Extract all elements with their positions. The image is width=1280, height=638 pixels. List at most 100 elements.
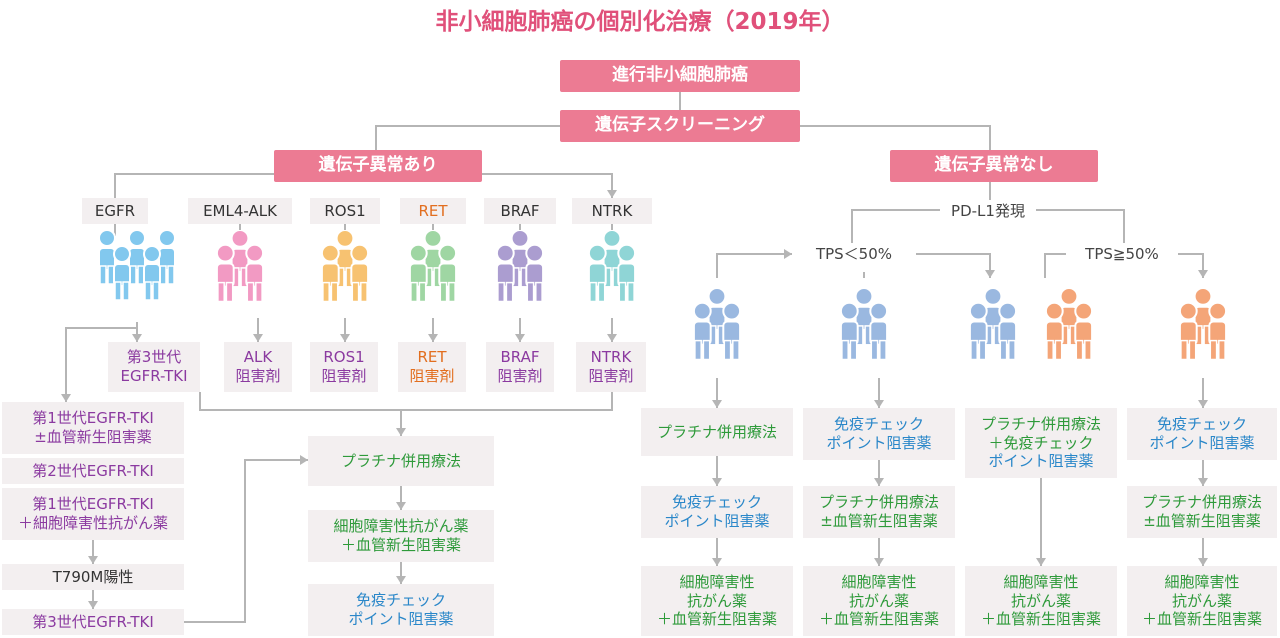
mutation-negative-node: 遺伝子異常なし [890, 150, 1098, 182]
line-c4-c-arrowhead [1198, 558, 1208, 566]
line-c3-a-arrowhead [1036, 558, 1046, 566]
line-1: BRAF [500, 348, 540, 367]
line-people-targeted-4-arrowhead [515, 334, 525, 342]
line-2: 阻害剤 [235, 367, 281, 385]
line-2: ±血管新生阻害薬 [1143, 512, 1261, 530]
line-low-left [716, 253, 792, 278]
gene-ntrk: NTRK [572, 198, 652, 224]
line-2: ポイント阻害薬 [348, 610, 454, 628]
col2-immuno: 免疫チェックポイント阻害薬 [803, 408, 955, 460]
line-1: T790M陽性 [52, 567, 134, 586]
line-3: ＋血管新生阻害薬 [1141, 610, 1262, 629]
line-2: ポイント阻害薬 [1149, 434, 1255, 452]
gene-braf: BRAF [484, 198, 556, 224]
mutation-positive-node: 遺伝子異常あり [274, 150, 482, 182]
patients-egfr-icon [72, 229, 202, 334]
root-label: 進行非小細胞肺癌 [612, 65, 748, 86]
screening-label: 遺伝子スクリーニング [595, 115, 765, 136]
line-2: 阻害剤 [588, 367, 634, 385]
line-targeted-collector [199, 392, 613, 411]
line-low-left-arrowhead [784, 249, 792, 259]
line-1: 細胞障害性 [1003, 572, 1079, 591]
line-high-right-arrowhead [1198, 270, 1208, 278]
line-t790m-3rd-arrowhead [88, 601, 98, 609]
gene-label: BRAF [500, 201, 540, 220]
gene-label: EGFR [94, 201, 136, 220]
col2-platinum-angio: プラチナ併用療法±血管新生阻害薬 [803, 486, 955, 538]
line-c1-c-arrowhead [712, 558, 722, 566]
line-2: 抗がん薬 [686, 591, 747, 610]
line-pdl1-left [851, 209, 940, 228]
line-2: 抗がん薬 [848, 591, 909, 610]
line-people-targeted-2-arrowhead [340, 334, 350, 342]
line-people-targeted-3-arrowhead [428, 334, 438, 342]
line-2: ＋血管新生阻害薬 [340, 536, 461, 554]
page-title: 非小細胞肺癌の個別化治療（2019年） [435, 9, 845, 35]
line-1: プラチナ併用療法 [1141, 493, 1262, 512]
line-1: 細胞障害性抗がん薬 [333, 517, 469, 536]
col4-immuno: 免疫チェックポイント阻害薬 [1127, 408, 1277, 460]
col3-platinum-immuno: プラチナ併用療法＋免疫チェックポイント阻害薬 [965, 408, 1117, 478]
gene-label: RET [418, 201, 448, 220]
pdl1-expression-label: PD-L1発現 [940, 200, 1036, 222]
line-people-targeted-0-arrowhead [132, 334, 142, 342]
line-positive-left [114, 173, 274, 198]
line-2: 阻害剤 [497, 367, 543, 385]
treatment-platinum-doublet: プラチナ併用療法 [308, 436, 494, 486]
col2-cytotoxic: 細胞障害性抗がん薬＋血管新生阻害薬 [803, 566, 955, 636]
gene-ros1: ROS1 [310, 198, 380, 224]
line-screening-negative [800, 125, 991, 150]
line-3: ポイント阻害薬 [988, 452, 1094, 471]
line-low-right-arrowhead [985, 270, 995, 278]
line-people-targeted-5-arrowhead [607, 334, 617, 342]
patients-tps-high-2-icon [1138, 287, 1268, 392]
treatment-cytotoxic-angio: 細胞障害性抗がん薬＋血管新生阻害薬 [308, 510, 494, 562]
line-2: 阻害剤 [409, 367, 455, 385]
treatment-egfr-tki-1st-chemo: 第1世代EGFR-TKI＋細胞障害性抗がん薬 [2, 488, 184, 540]
line-3rd-platinum [184, 459, 308, 623]
line-1: プラチナ併用療法 [340, 451, 461, 470]
patients-braf-icon [455, 229, 585, 334]
line-c4-a-arrowhead [1198, 400, 1208, 408]
line-2: ＋免疫チェック [988, 433, 1094, 452]
line-3: ＋血管新生阻害薬 [980, 610, 1101, 629]
col1-immuno: 免疫チェックポイント阻害薬 [641, 486, 793, 538]
line-egfr-alt-arrowhead [61, 394, 71, 402]
line-3: ＋血管新生阻害薬 [656, 610, 777, 629]
line-1: 免疫チェック [355, 591, 446, 610]
line-platinum-cytotoxic-arrowhead [396, 502, 406, 510]
t790m-positive: T790M陽性 [2, 564, 184, 590]
line-1: 第3世代EGFR-TKI [32, 612, 154, 631]
patients-alk-icon [175, 229, 305, 334]
line-cytotoxic-immuno-arrowhead [396, 576, 406, 584]
line-1: 第1世代EGFR-TKI [32, 495, 154, 514]
line-3rd-platinum-arrowhead [300, 455, 308, 465]
gene-label: NTRK [591, 201, 633, 220]
line-3: ＋血管新生阻害薬 [818, 610, 939, 629]
col1-platinum: プラチナ併用療法 [641, 408, 793, 456]
line-1: ROS1 [323, 348, 365, 367]
gene-egfr: EGFR [82, 198, 148, 224]
line-high-right [1178, 253, 1204, 278]
col4-cytotoxic: 細胞障害性抗がん薬＋血管新生阻害薬 [1127, 566, 1277, 636]
line-egfr-alt [65, 322, 138, 402]
line-c1-b-arrowhead [712, 478, 722, 486]
patients-tps-low-1-icon [652, 287, 782, 392]
line-2: 阻害剤 [321, 367, 367, 385]
line-1: 第3世代 [126, 348, 182, 367]
patients-ret-icon [368, 229, 498, 334]
line-high-left [1044, 253, 1066, 278]
line-2: ±血管新生阻害薬 [820, 512, 938, 530]
line-1: 免疫チェック [671, 493, 762, 512]
line-2: ポイント阻害薬 [826, 434, 932, 452]
mutation-negative-label: 遺伝子異常なし [934, 155, 1054, 176]
line-c2-a-arrowhead [874, 400, 884, 408]
gene-alk: EML4-ALK [188, 198, 292, 224]
line-1: 免疫チェック [833, 415, 924, 434]
col3-cytotoxic: 細胞障害性抗がん薬＋血管新生阻害薬 [965, 566, 1117, 636]
root-node: 進行非小細胞肺癌 [560, 60, 800, 92]
